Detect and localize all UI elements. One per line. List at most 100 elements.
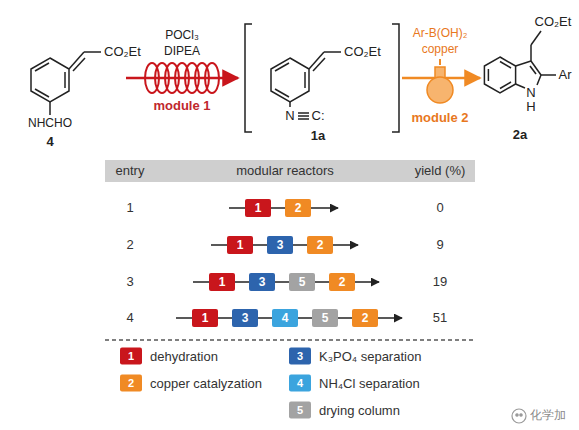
watermark-icon: [520, 414, 522, 416]
molecule-structure: [484, 57, 515, 93]
atom-label: N: [526, 86, 535, 100]
bracket: [245, 24, 252, 132]
module-box: 2: [352, 309, 378, 327]
molecule-structure: [31, 58, 69, 102]
chemical-group: NHCHO: [28, 117, 72, 130]
molecule-structure: [275, 63, 289, 71]
molecule-structure: [530, 66, 536, 74]
molecule-structure: [484, 31, 556, 93]
module-number: 5: [299, 276, 306, 288]
reagent-label: DIPEA: [164, 45, 200, 58]
molecule-structure: [500, 62, 511, 69]
compound-number: 4: [46, 135, 53, 149]
molecule-structure: [530, 45, 532, 61]
module-box: 3: [249, 273, 275, 291]
module-box: 5: [289, 273, 315, 291]
module-number: 3: [242, 312, 249, 324]
module-number: 2: [339, 276, 346, 288]
coil-reactor: [126, 77, 238, 80]
table-cell: 1: [126, 201, 133, 215]
molecule-structure: [298, 112, 309, 114]
molecule-structure: [35, 63, 49, 71]
bracket: [392, 24, 399, 132]
compound-number: 2a: [513, 128, 527, 142]
flow-line: [193, 281, 209, 283]
flow-connector: [218, 317, 232, 319]
module-number: 5: [322, 312, 329, 324]
module-number: 2: [295, 202, 302, 214]
table-cell: 3: [126, 275, 133, 289]
watermark-icon: [512, 409, 526, 423]
table-cell: 2: [126, 238, 133, 252]
atom-label: N: [285, 109, 294, 123]
module-box: 3: [267, 236, 293, 254]
coil-reactor: [205, 63, 219, 93]
molecule-structure: [84, 51, 101, 53]
legend-number: 4: [297, 377, 303, 389]
molecule-structure: [271, 58, 309, 102]
molecule-structure: [289, 102, 291, 107]
coil-reactor: [145, 63, 219, 93]
flow-line: [176, 317, 192, 319]
legend-text: K₃PO₄ separation: [319, 349, 421, 364]
flow-line: [211, 244, 227, 246]
molecule-structure: [298, 118, 309, 120]
module-number: 3: [259, 276, 266, 288]
molecule-structure: [488, 69, 490, 81]
molecule-structure: [531, 31, 541, 45]
legend-text: copper catalyzation: [150, 376, 262, 391]
table-header: yield (%): [415, 164, 466, 178]
atom-label: C:: [312, 109, 325, 123]
molecule-structure: [31, 52, 101, 115]
module-label: module 2: [411, 111, 468, 125]
module-box: 2: [329, 273, 355, 291]
module-box: 4: [272, 309, 298, 327]
flow-connector: [315, 281, 329, 283]
molecule-structure: [537, 75, 541, 85]
coil-reactor: [126, 63, 238, 93]
legend-number: 5: [297, 404, 303, 416]
module-number: 1: [202, 312, 209, 324]
module-box: 5: [312, 309, 338, 327]
molecule-structure: [49, 102, 51, 115]
module-box: 1: [227, 236, 253, 254]
flow-line: [355, 281, 379, 283]
module-number: 1: [237, 239, 244, 251]
reagent-label: POCl₃: [165, 29, 199, 42]
molecule-structure: [531, 61, 541, 75]
chemical-group: CO₂Et: [104, 45, 141, 59]
flow-line: [333, 244, 358, 246]
table-cell: 4: [126, 311, 133, 325]
module-number: 3: [277, 239, 284, 251]
table-cell: 9: [436, 238, 443, 252]
module-number: 2: [317, 239, 324, 251]
legend-number: 2: [128, 377, 134, 389]
module-number: 1: [255, 202, 262, 214]
chemical-group: CO₂Et: [344, 45, 381, 59]
legend-number: 1: [128, 350, 134, 362]
molecule-structure: [35, 89, 49, 97]
module-label: module 1: [153, 99, 210, 113]
chemical-group: Ar: [559, 68, 572, 82]
module-number: 2: [362, 312, 369, 324]
bracket: [245, 24, 399, 132]
module-number: 4: [282, 312, 289, 324]
atom-label: H: [526, 100, 535, 114]
module-box: 2: [285, 199, 311, 217]
flow-connector: [271, 207, 285, 209]
module-box: 3: [232, 309, 258, 327]
molecule-structure: [516, 61, 531, 66]
molecule-structure: [298, 115, 309, 117]
flow-connector: [293, 244, 307, 246]
legend-number: 3: [297, 350, 303, 362]
reagent-label: copper: [422, 43, 459, 56]
watermark-icon: [516, 414, 518, 416]
table-cell: 19: [433, 275, 447, 289]
module-number: 1: [219, 276, 226, 288]
watermark: 化学加: [530, 409, 566, 422]
table-cell: 0: [436, 201, 443, 215]
module-box: 2: [307, 236, 333, 254]
molecule-structure: [304, 72, 306, 88]
module-box: 1: [192, 309, 218, 327]
